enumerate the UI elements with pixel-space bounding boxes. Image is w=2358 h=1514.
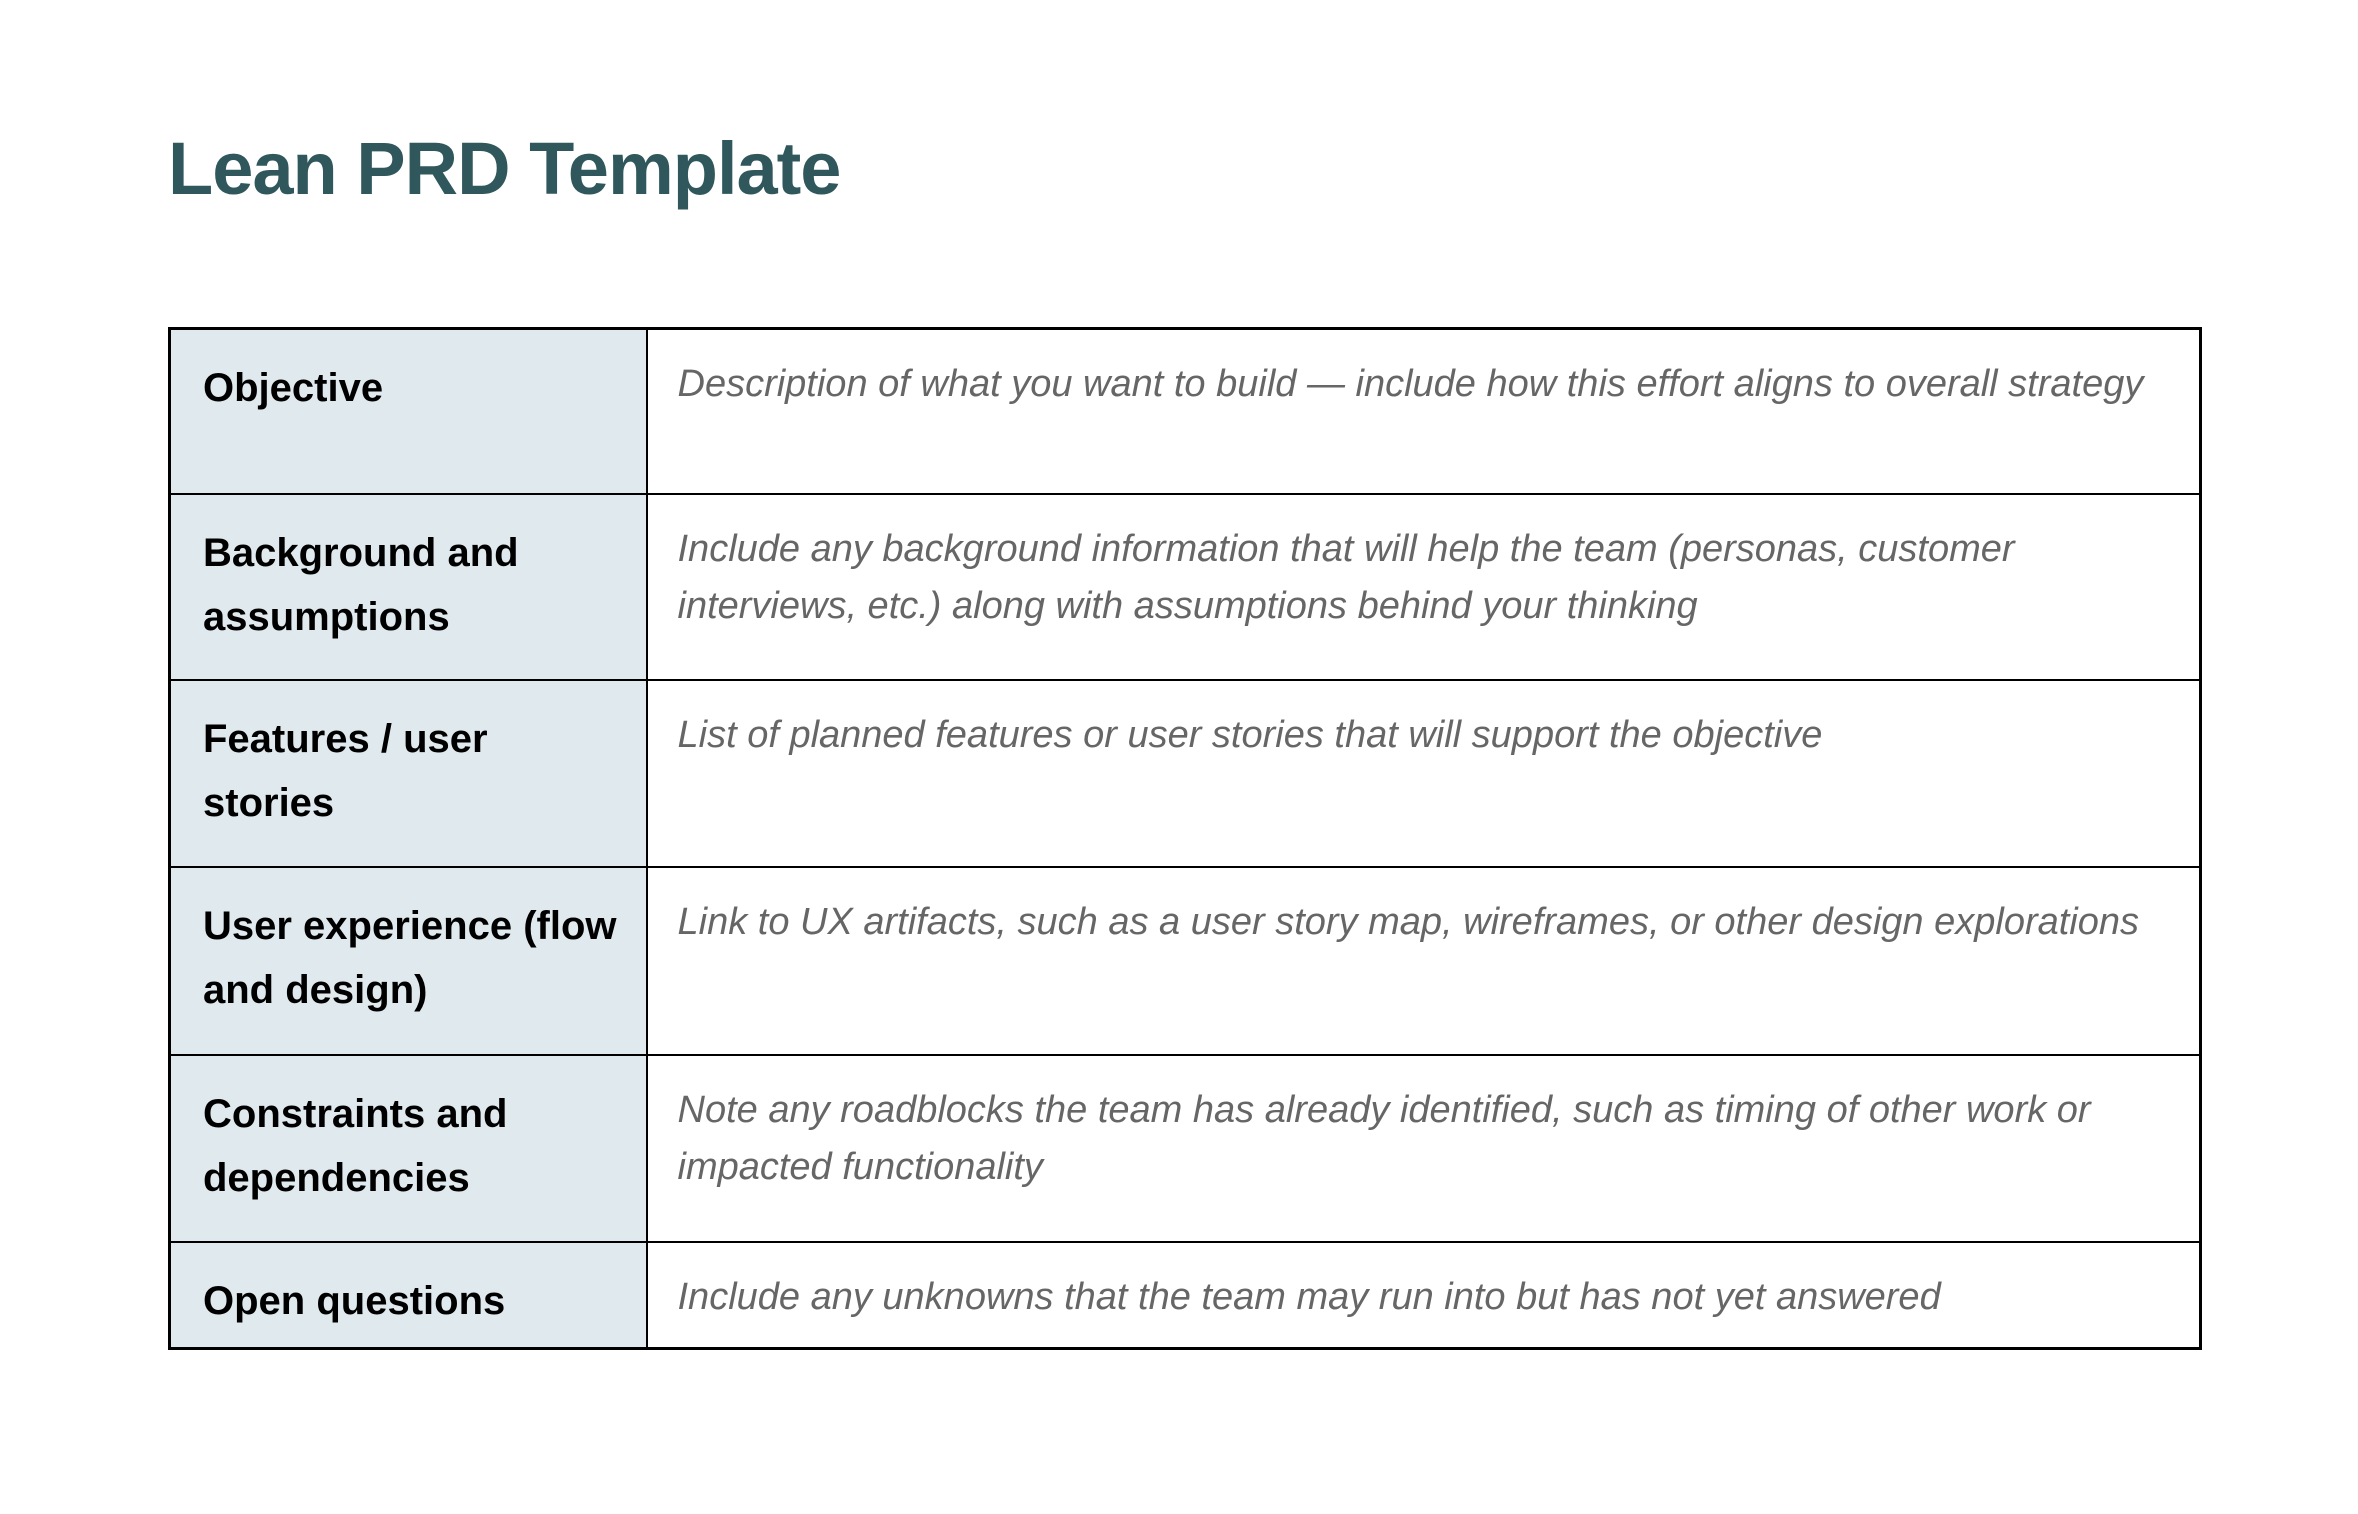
table-row-constraints-dependencies: Constraints and dependencies Note any ro… xyxy=(168,1053,2202,1243)
prd-template-table: Objective Description of what you want t… xyxy=(168,327,2202,1350)
table-row-user-experience: User experience (flow and design) Link t… xyxy=(168,865,2202,1056)
row-description: Include any unknowns that the team may r… xyxy=(645,1240,2202,1350)
table-row-open-questions: Open questions Include any unknowns that… xyxy=(168,1240,2202,1350)
row-label: Objective xyxy=(168,327,648,495)
row-label: Features / user stories xyxy=(168,678,648,868)
row-description: Include any background information that … xyxy=(645,492,2202,681)
row-description: Link to UX artifacts, such as a user sto… xyxy=(645,865,2202,1056)
table-row-objective: Objective Description of what you want t… xyxy=(168,327,2202,495)
row-description: Note any roadblocks the team has already… xyxy=(645,1053,2202,1243)
row-label: Open questions xyxy=(168,1240,648,1350)
row-label: Background and assumptions xyxy=(168,492,648,681)
table-row-features-user-stories: Features / user stories List of planned … xyxy=(168,678,2202,868)
page-title: Lean PRD Template xyxy=(168,127,841,210)
row-description: List of planned features or user stories… xyxy=(645,678,2202,868)
row-description: Description of what you want to build — … xyxy=(645,327,2202,495)
row-label: Constraints and dependencies xyxy=(168,1053,648,1243)
table-row-background-assumptions: Background and assumptions Include any b… xyxy=(168,492,2202,681)
row-label: User experience (flow and design) xyxy=(168,865,648,1056)
